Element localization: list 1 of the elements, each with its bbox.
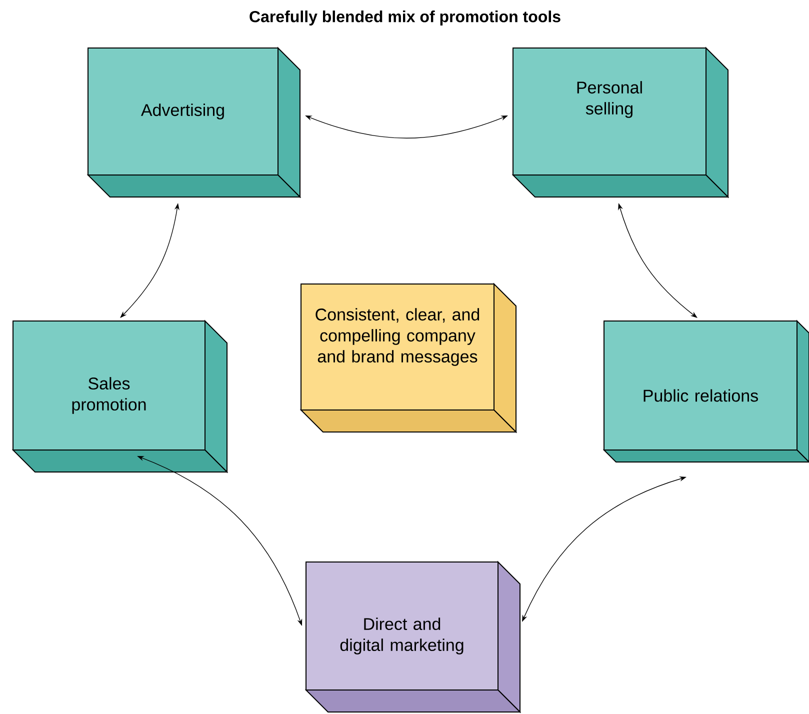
title: Carefully blended mix of promotion tools	[250, 10, 560, 26]
